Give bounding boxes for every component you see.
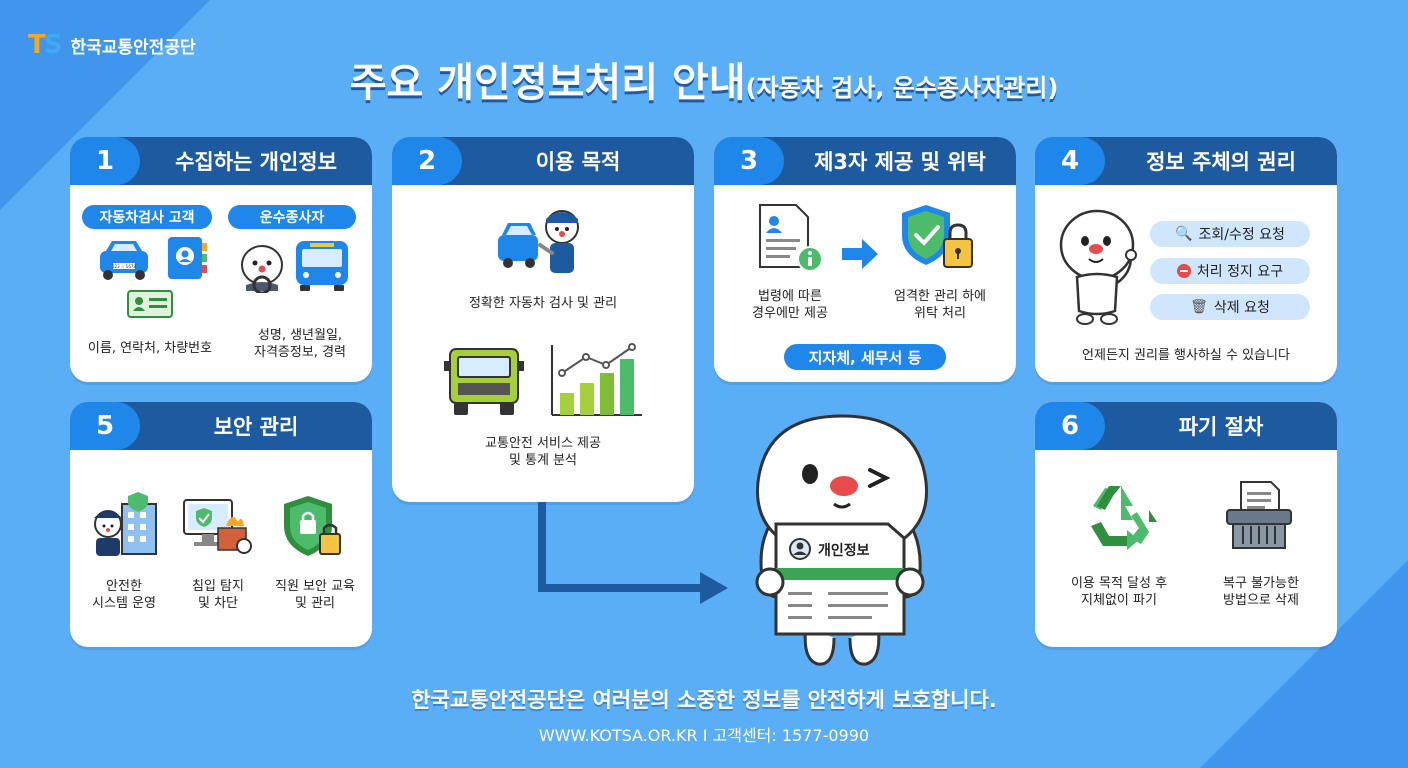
mascot-doc-label: 개인정보 xyxy=(818,542,870,559)
logo-mark: TS xyxy=(28,30,62,60)
intrusion-detection-icon xyxy=(183,499,252,554)
statistics-chart-icon xyxy=(551,343,642,416)
license-plate-text: 123 ☆ 5678 xyxy=(112,264,136,269)
request-stop-processing: 처리 정지 요구 xyxy=(1150,258,1310,284)
card-number: 6 xyxy=(1035,402,1105,450)
label-intrusion-2: 및 차단 xyxy=(197,596,238,611)
card-header: 3 제3자 제공 및 위탁 xyxy=(714,137,1016,185)
card-number: 5 xyxy=(70,402,140,450)
title-sub: (자동차 검사, 운수종사자관리) xyxy=(745,74,1059,102)
card-header: 2 이용 목적 xyxy=(392,137,694,185)
label-legal-provision-2: 경우에만 제공 xyxy=(752,306,828,321)
logo: TS 한국교통안전공단 xyxy=(28,30,196,60)
label-customer-info: 이름, 연락처, 차량번호 xyxy=(87,341,213,356)
card-usage-purpose: 2 이용 목적 정확한 자동차 검사 및 관리 교통안전 서비스 제공 및 통계… xyxy=(392,137,694,502)
card-title: 파기 절차 xyxy=(1178,415,1264,439)
pill-inspection-customer: 자동차검사 고객 xyxy=(82,205,212,229)
shield-lock-icon xyxy=(902,205,973,268)
card-collected-info: 1 수집하는 개인정보 자동차검사 고객 운수종사자 123 ☆ 5678 xyxy=(70,137,372,382)
card-header: 6 파기 절차 xyxy=(1035,402,1337,450)
label-destroy-after-purpose-1: 이용 목적 달성 후 xyxy=(1070,576,1168,591)
mascot-holding-document: 개인정보 xyxy=(755,414,928,666)
label-safe-system-2: 시스템 운영 xyxy=(92,596,156,611)
bus-icon xyxy=(296,241,348,291)
search-icon: 🔍 xyxy=(1175,226,1193,242)
label-intrusion-1: 침입 탐지 xyxy=(192,579,244,594)
label-safe-system-1: 안전한 xyxy=(106,579,142,594)
contact-book-icon xyxy=(168,237,207,279)
label-staff-training-1: 직원 보안 교육 xyxy=(274,579,356,594)
pill-recipients: 지자체, 세무서 등 xyxy=(784,344,946,370)
label-worker-info-1: 성명, 생년월일, xyxy=(257,328,343,343)
request-delete: 🗑 삭제 요청 xyxy=(1150,294,1310,320)
label-strict-entrust-1: 엄격한 관리 하에 xyxy=(894,289,986,304)
label-legal-provision-1: 법령에 따른 xyxy=(758,289,822,304)
legal-document-icon xyxy=(759,204,823,272)
card-title: 정보 주체의 권리 xyxy=(1146,150,1296,174)
mascot-pointing-icon xyxy=(1059,209,1137,325)
card-number: 3 xyxy=(714,137,784,185)
label-unrecoverable-1: 복구 불가능한 xyxy=(1223,576,1299,591)
card-header: 4 정보 주체의 권리 xyxy=(1035,137,1337,185)
car-icon: 123 ☆ 5678 xyxy=(100,241,148,280)
pill-transport-worker: 운수종사자 xyxy=(228,205,356,229)
footer-message: 한국교통안전공단은 여러분의 소중한 정보를 안전하게 보호합니다. xyxy=(411,688,997,712)
flow-arrow-icon xyxy=(538,502,728,604)
card-destruction-procedure: 6 파기 절차 이용 목적 달성 후 지체없이 파기 복구 불가능한 방법으로 … xyxy=(1035,402,1337,647)
card-security-management: 5 보안 관리 안전한 시스템 운영 침입 탐지 및 차단 직원 보안 교육 및… xyxy=(70,402,372,647)
card-number: 2 xyxy=(392,137,462,185)
paper-shredder-icon xyxy=(1226,481,1292,549)
label-staff-training-2: 및 관리 xyxy=(294,596,335,611)
mechanic-car-icon xyxy=(498,210,579,273)
request-view-edit: 🔍 조회/수정 요청 xyxy=(1150,221,1310,247)
card-data-subject-rights: 4 정보 주체의 권리 🔍 조회/수정 요청 처리 정지 요구 🗑 삭제 요청 … xyxy=(1035,137,1337,382)
card-number: 1 xyxy=(70,137,140,185)
truck-icon xyxy=(444,348,524,415)
label-rights-anytime: 언제든지 권리를 행사하실 수 있습니다 xyxy=(1082,348,1290,363)
id-card-icon xyxy=(127,290,173,318)
label-unrecoverable-2: 방법으로 삭제 xyxy=(1223,593,1299,608)
label-service-purpose-1: 교통안전 서비스 제공 xyxy=(485,436,601,451)
label-inspection-purpose: 정확한 자동차 검사 및 관리 xyxy=(468,296,618,311)
title-main: 주요 개인정보처리 안내 xyxy=(349,60,746,106)
card-title: 보안 관리 xyxy=(213,415,299,439)
card-title: 수집하는 개인정보 xyxy=(175,150,337,174)
card-title: 이용 목적 xyxy=(535,150,621,174)
stop-icon xyxy=(1176,264,1191,278)
card-third-party: 3 제3자 제공 및 위탁 법령에 따른 경우에만 제공 엄격한 관리 하에 위… xyxy=(714,137,1016,382)
driver-mascot-icon xyxy=(241,245,283,293)
security-guard-building-icon xyxy=(94,492,157,556)
label-strict-entrust-2: 위탁 처리 xyxy=(914,306,966,321)
request-delete-label: 삭제 요청 xyxy=(1213,300,1270,316)
card-header: 1 수집하는 개인정보 xyxy=(70,137,372,185)
shield-lock-training-icon xyxy=(284,496,341,556)
label-destroy-after-purpose-2: 지체없이 파기 xyxy=(1081,593,1157,608)
recycle-icon xyxy=(1091,486,1157,550)
label-worker-info-2: 자격증정보, 경력 xyxy=(254,345,346,360)
request-stop-label: 처리 정지 요구 xyxy=(1196,264,1284,280)
request-view-edit-label: 조회/수정 요청 xyxy=(1198,227,1285,243)
page-title: 주요 개인정보처리 안내(자동차 검사, 운수종사자관리) xyxy=(0,50,1408,108)
trash-icon: 🗑 xyxy=(1190,299,1208,315)
logo-text: 한국교통안전공단 xyxy=(70,37,196,58)
card-number: 4 xyxy=(1035,137,1105,185)
card-header: 5 보안 관리 xyxy=(70,402,372,450)
label-service-purpose-2: 및 통계 분석 xyxy=(508,453,578,468)
arrow-right-icon xyxy=(842,239,878,269)
card-title: 제3자 제공 및 위탁 xyxy=(814,150,986,174)
footer-contact: WWW.KOTSA.OR.KR I 고객센터: 1577-0990 xyxy=(538,726,870,745)
